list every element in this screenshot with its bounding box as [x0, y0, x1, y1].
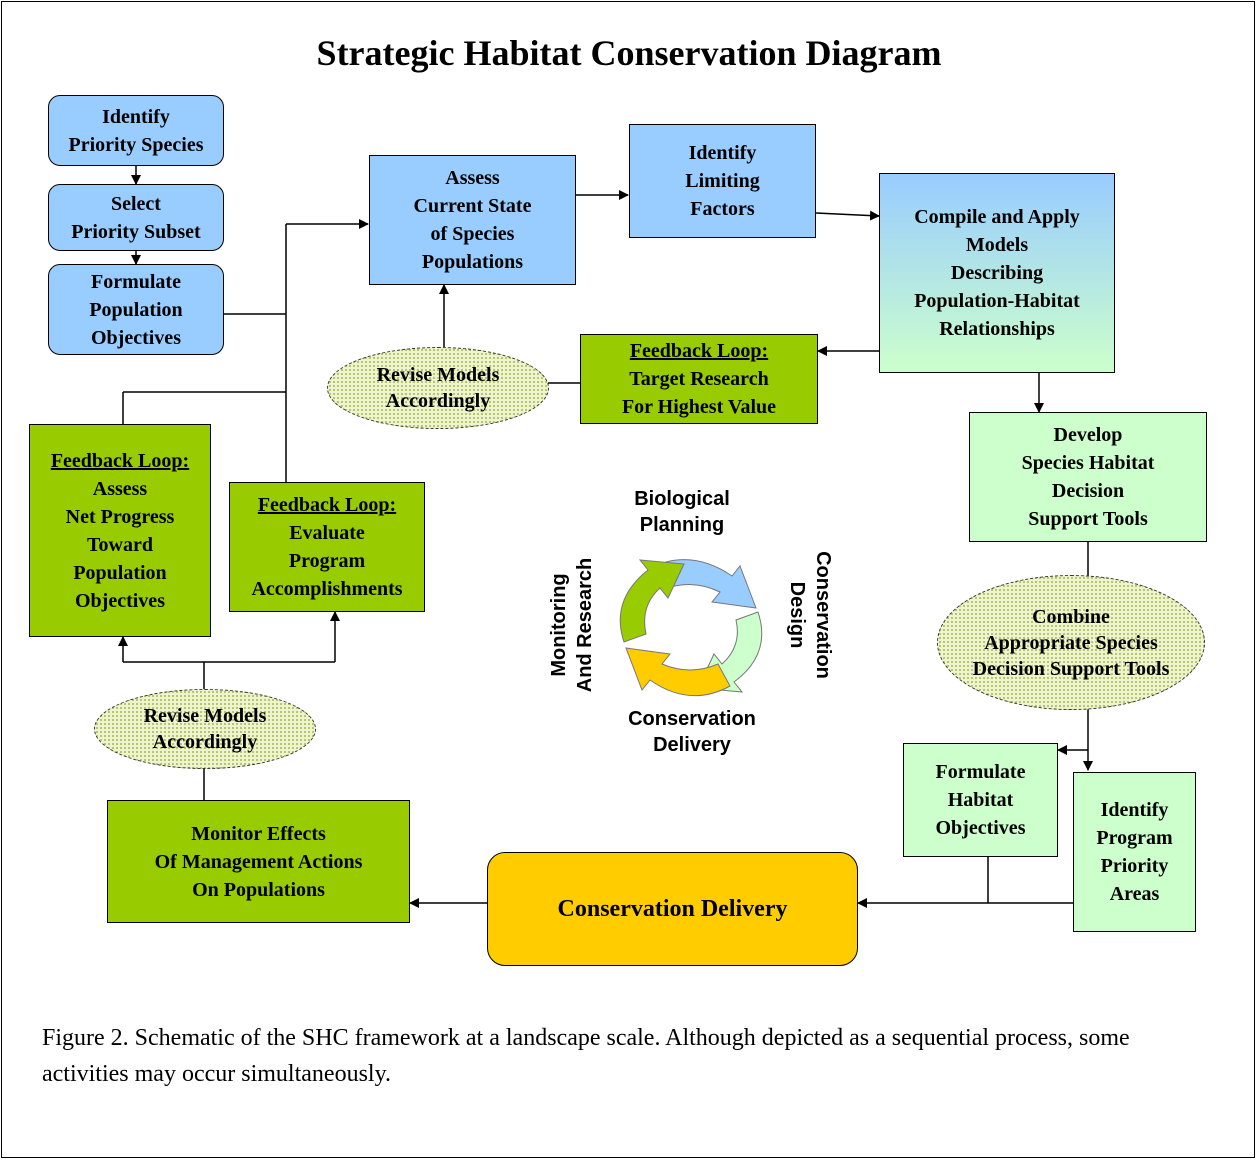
feedback-net-progress-box: Feedback Loop: Assess Net Progress Towar…	[29, 424, 211, 637]
assess-current-state-box: Assess Current State of Species Populati…	[369, 155, 576, 285]
diagram-title: Strategic Habitat Conservation Diagram	[316, 33, 942, 73]
identify-program-priority-areas-box: Identify Program Priority Areas	[1073, 772, 1196, 932]
cycle-arrows-graphic	[619, 559, 763, 697]
cycle-label-monitoring-research: Monitoring And Research	[548, 557, 596, 693]
formulate-population-objectives-box: Formulate Population Objectives	[48, 264, 224, 355]
develop-decision-tools-box: Develop Species Habitat Decision Support…	[969, 412, 1207, 542]
cycle-arrow-green	[619, 559, 685, 643]
identify-priority-species-box: Identify Priority Species	[48, 95, 224, 166]
cycle-label-conservation-delivery: Conservation Delivery	[628, 708, 756, 756]
cycle-arrow-orange	[625, 647, 731, 697]
revise-models-bottom-ellipse: Revise Models Accordingly	[94, 689, 316, 769]
cycle-label-conservation-design: Conservation Design	[786, 551, 834, 679]
revise-models-top-ellipse: Revise Models Accordingly	[327, 347, 549, 429]
compile-apply-models-box: Compile and Apply Models Describing Popu…	[879, 173, 1115, 373]
select-priority-subset-box: Select Priority Subset	[48, 184, 224, 251]
formulate-habitat-objectives-box: Formulate Habitat Objectives	[903, 743, 1058, 857]
feedback-program-accomplishments-box: Feedback Loop: Evaluate Program Accompli…	[229, 482, 425, 612]
conservation-delivery-box: Conservation Delivery	[487, 852, 858, 966]
figure-caption: Figure 2. Schematic of the SHC framework…	[42, 1025, 1130, 1087]
combine-tools-ellipse: Combine Appropriate Species Decision Sup…	[937, 575, 1205, 710]
cycle-label-biological-planning: Biological Planning	[634, 488, 730, 536]
feedback-target-research-box: Feedback Loop: Target Research For Highe…	[580, 334, 818, 424]
arrow-limiting-to-compile	[815, 210, 880, 221]
identify-limiting-factors-box: Identify Limiting Factors	[629, 124, 816, 238]
monitor-effects-box: Monitor Effects Of Management Actions On…	[107, 800, 410, 923]
